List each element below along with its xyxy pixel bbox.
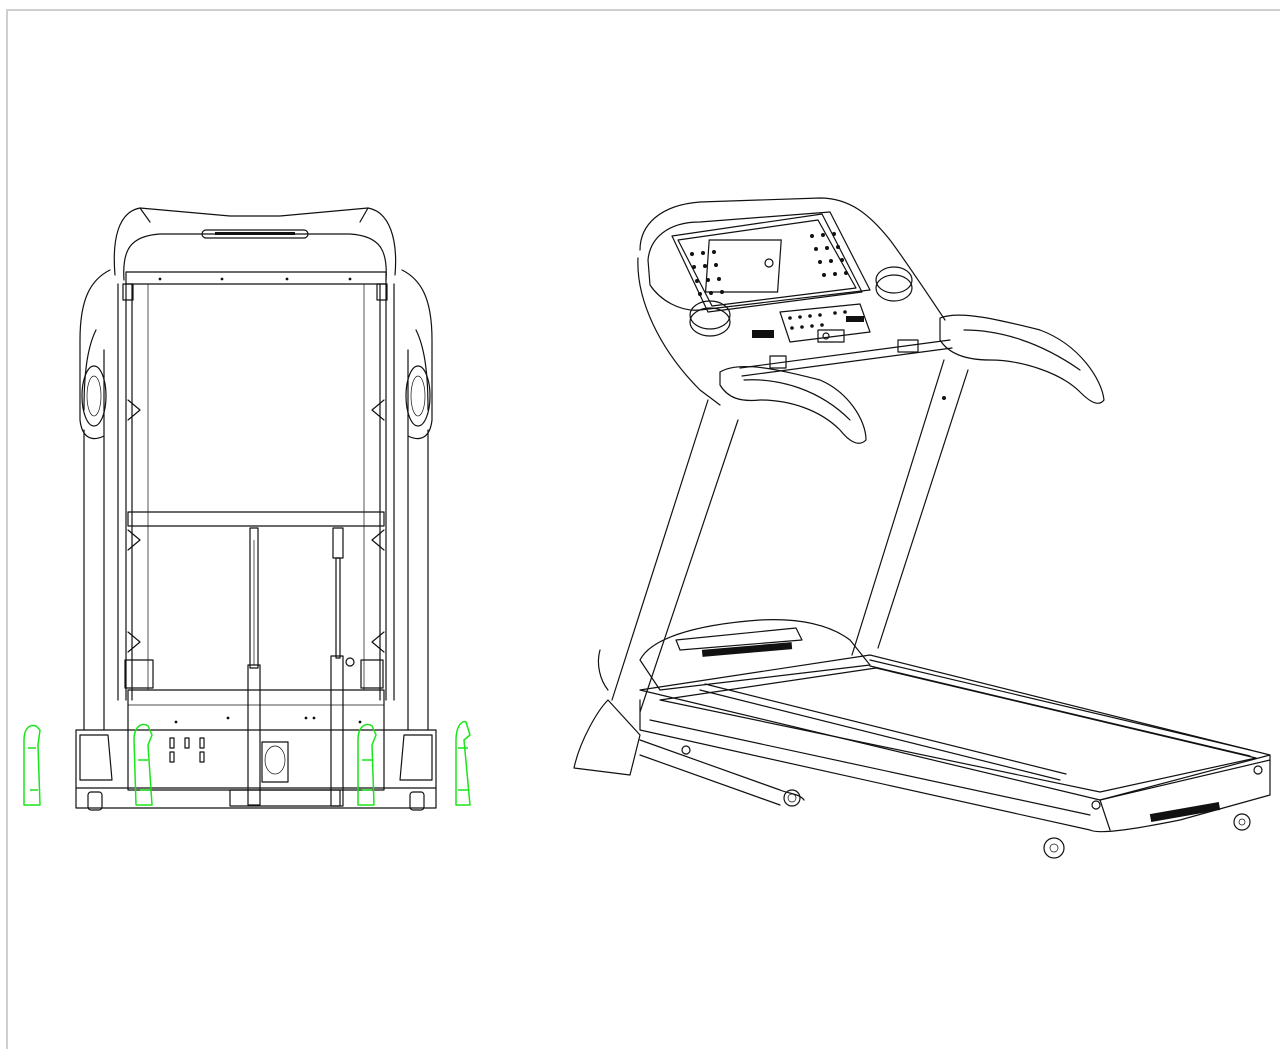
sheet-frame [6,9,1280,1049]
upright-end-cover [357,723,377,806]
treadmill-front-view [75,207,437,811]
drawing-canvas [6,9,1280,1049]
upright-end-cover [455,720,471,806]
upright-end-cover [133,723,153,806]
treadmill-isometric-view [573,197,1271,859]
technical-drawing [23,197,1271,859]
upright-end-cover [23,724,41,806]
